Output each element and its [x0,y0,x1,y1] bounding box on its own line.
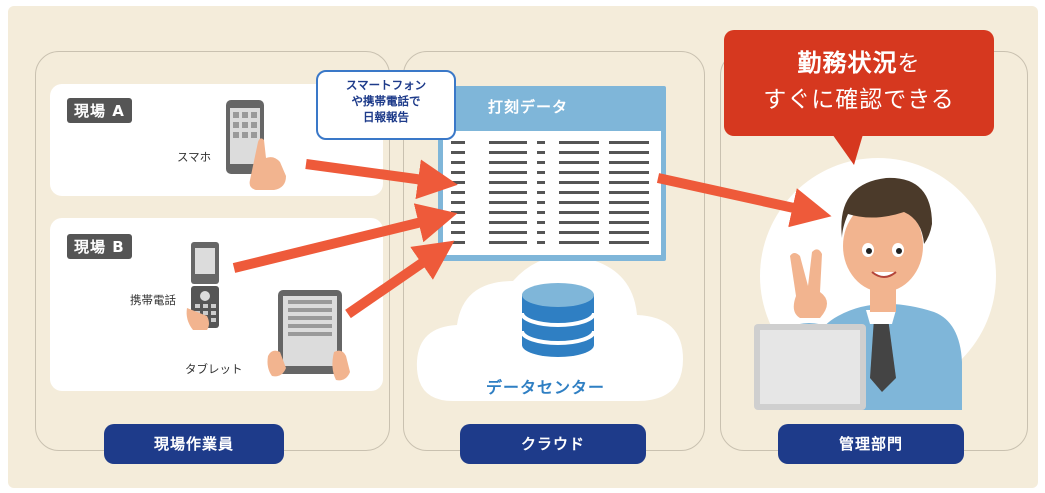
sheet-rows [443,131,661,255]
bubble-particle: を [897,52,921,77]
status-bubble: 勤務状況を すぐに確認できる [724,30,994,136]
diagram-background: 現場 A スマホ 現場 B 携帯電話 タブレット [8,6,1038,488]
callout-line-1: スマートフォン [345,78,427,92]
cloud-label: クラウド [460,424,646,464]
site-a-tag: 現場 A [67,98,132,123]
feature-phone-icon [186,242,219,330]
site-a-card: 現場 A スマホ [50,84,383,196]
arrow-tablet-to-cloud [345,240,455,319]
datacenter-label: データセンター [486,378,606,397]
timestamp-data-sheet: 打刻データ [438,86,666,261]
bubble-line-2: すぐに確認できる [763,87,955,113]
bubble-tail [830,131,864,165]
arrow-smartphone-to-cloud [305,159,458,200]
tablet-label: タブレット [185,362,243,376]
bubble-line-1: 勤務状況を [724,43,994,78]
sheet-table [443,131,661,255]
database-icon [520,283,596,357]
smartphone-icon [226,100,286,190]
arrow-phone-to-cloud [232,203,458,273]
flow-arrows [232,159,832,319]
callout-line-3: 日報報告 [363,110,409,124]
sheet-title: 打刻データ [488,98,569,116]
report-callout: スマートフォン や携帯電話で 日報報告 [316,70,456,140]
bubble-emphasis: 勤務状況 [797,49,898,77]
smartphone-label: スマホ [177,150,212,164]
site-b-tag: 現場 B [67,234,132,259]
workers-label: 現場作業員 [104,424,284,464]
feature-phone-label: 携帯電話 [130,293,176,307]
callout-line-2: や携帯電話で [351,94,421,108]
arrow-cloud-to-management [656,173,832,228]
management-label: 管理部門 [778,424,964,464]
tablet-icon [267,290,350,381]
manager-illustration [754,158,996,410]
